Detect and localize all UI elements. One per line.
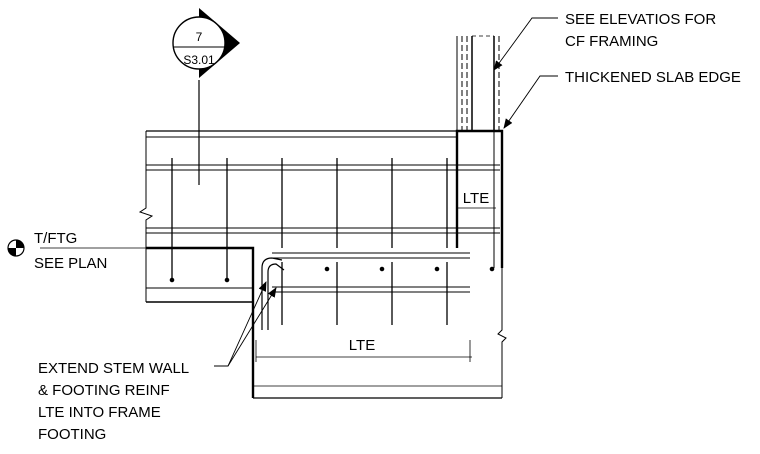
level-marker-icon	[7, 239, 25, 257]
note-elevations-line2: CF FRAMING	[565, 33, 658, 50]
stem-wall-reinforcement	[146, 158, 500, 283]
note-extend-line2: & FOOTING REINF	[38, 382, 170, 399]
frame-footing-reinforcement	[261, 252, 495, 330]
note-extend-line4: FOOTING	[38, 426, 106, 443]
level-note: SEE PLAN	[34, 255, 107, 272]
level-label: T/FTG	[34, 230, 77, 247]
leaders	[214, 17, 558, 367]
note-extend-line1: EXTEND STEM WALL	[38, 360, 189, 377]
cf-framing-wall	[456, 35, 500, 130]
section-marker	[172, 8, 240, 185]
lap-label-lower: LTE	[349, 337, 375, 354]
section-number: 7	[196, 30, 203, 44]
lap-dimension-lower	[253, 340, 502, 387]
lap-label-upper: LTE	[463, 190, 489, 207]
note-extend-line3: LTE INTO FRAME	[38, 404, 161, 421]
concrete-outline	[40, 129, 507, 399]
note-elevations-line1: SEE ELEVATIOS FOR	[565, 11, 716, 28]
section-sheet: S3.01	[183, 53, 215, 67]
lap-dimension-upper	[458, 175, 496, 212]
note-slab-edge: THICKENED SLAB EDGE	[565, 69, 741, 86]
